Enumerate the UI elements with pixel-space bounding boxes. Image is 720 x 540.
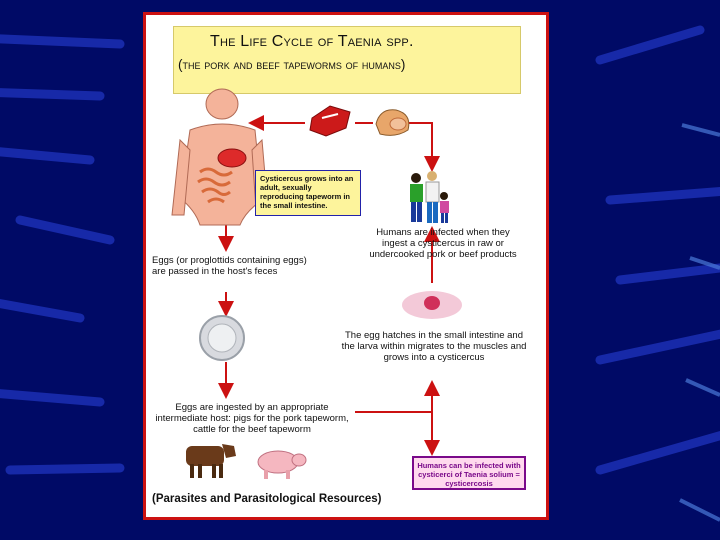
larva-cyst-icon bbox=[402, 291, 462, 319]
diagram-subtitle: (the pork and beef tapeworms of humans) bbox=[178, 57, 406, 72]
raw-meat-icon bbox=[309, 105, 351, 137]
label-egg-hatch: The egg hatches in the small intestine a… bbox=[341, 330, 527, 363]
ham-icon bbox=[375, 109, 410, 136]
human-torso-icon bbox=[171, 88, 269, 226]
label-humans-infected: Humans are infected when they ingest a c… bbox=[369, 227, 517, 260]
egg-icon bbox=[199, 315, 245, 361]
source-credit: (Parasites and Parasitological Resources… bbox=[152, 493, 382, 505]
cycle-arrows bbox=[218, 115, 440, 456]
pig-icon bbox=[257, 450, 307, 479]
arrow-hosts-to-hatch bbox=[355, 380, 440, 413]
arrow-to-family bbox=[408, 122, 440, 172]
family-icon bbox=[410, 171, 449, 223]
cysticercus-note: Cysticercus grows into an adult, sexuall… bbox=[255, 170, 361, 216]
cow-icon bbox=[186, 444, 236, 478]
diagram-title: The Life Cycle of Taenia spp. bbox=[210, 33, 414, 50]
title-box: The Life Cycle of Taenia spp. (the pork … bbox=[173, 26, 521, 94]
label-eggs-ingested: Eggs are ingested by an appropriate inte… bbox=[155, 402, 349, 435]
cysticercosis-box: Humans can be infected with cysticerci o… bbox=[412, 456, 526, 490]
label-eggs-passed: Eggs (or proglottids containing eggs) ar… bbox=[152, 255, 307, 277]
